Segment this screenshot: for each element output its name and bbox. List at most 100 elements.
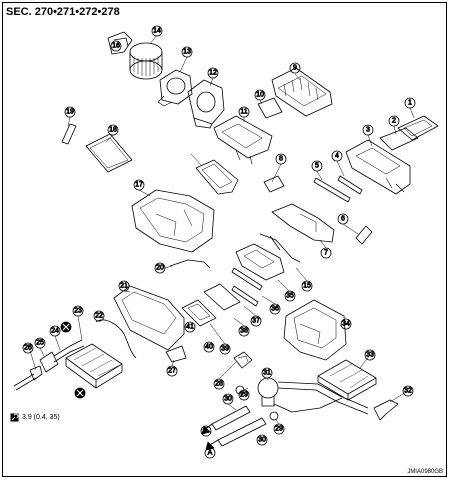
part-40-door xyxy=(181,299,217,327)
svg-text:40: 40 xyxy=(205,344,213,351)
svg-text:38: 38 xyxy=(240,328,248,335)
part-21-heater-case-right xyxy=(113,285,185,351)
svg-text:34: 34 xyxy=(342,321,350,328)
section-label: SEC. 270•271•272•278 xyxy=(6,6,120,18)
svg-text:16: 16 xyxy=(112,43,120,50)
part-36-foot-duct xyxy=(235,243,285,281)
reference-mark-a-2: A xyxy=(204,447,216,459)
diagram-frame xyxy=(2,2,447,477)
callout-34: 34 xyxy=(340,318,352,330)
callout-1: 1 xyxy=(404,97,416,109)
callout-6: 6 xyxy=(337,213,349,225)
leader-lines xyxy=(27,34,415,425)
callout-38: 38 xyxy=(238,325,250,337)
callout-30: 30 xyxy=(222,393,234,405)
svg-text:23: 23 xyxy=(74,308,82,315)
part-39-door xyxy=(203,283,241,311)
part-18-filter xyxy=(85,133,133,173)
part-33-evaporator xyxy=(317,359,377,401)
svg-text:37: 37 xyxy=(252,318,260,325)
svg-text:2: 2 xyxy=(392,118,396,125)
part-9-intake-duct xyxy=(271,67,333,117)
torque-spec: 3.9 (0.4, 35) xyxy=(10,413,60,422)
svg-text:39: 39 xyxy=(221,346,229,353)
svg-text:17: 17 xyxy=(135,182,143,189)
callout-12: 12 xyxy=(207,67,219,79)
callout-10: 10 xyxy=(254,89,266,101)
callout-25: 25 xyxy=(34,337,46,349)
part-27-clip xyxy=(165,345,187,363)
callout-5: 5 xyxy=(311,160,323,172)
callout-27: 27 xyxy=(166,365,178,377)
callout-17: 17 xyxy=(133,179,145,191)
callout-7: 7 xyxy=(320,247,332,259)
do-not-reuse-icon xyxy=(60,321,86,399)
callout-32: 32 xyxy=(402,385,414,397)
part-38-link xyxy=(231,285,259,307)
svg-text:A: A xyxy=(208,450,213,457)
drawing-code: JMIA0980GB xyxy=(407,469,443,475)
part-3-heater-case-upper xyxy=(345,139,411,195)
callout-36: 36 xyxy=(269,303,281,315)
svg-text:25: 25 xyxy=(36,340,44,347)
svg-text:9: 9 xyxy=(293,65,297,72)
part-24-pipe xyxy=(53,339,85,363)
callout-19: 19 xyxy=(64,106,76,118)
callout-24: 24 xyxy=(49,325,61,337)
svg-text:33: 33 xyxy=(366,352,374,359)
svg-text:41: 41 xyxy=(186,324,194,331)
svg-text:18: 18 xyxy=(109,127,117,134)
callout-33: 33 xyxy=(364,349,376,361)
part-13-fan-housing xyxy=(157,69,193,107)
svg-text:8: 8 xyxy=(279,156,283,163)
part-32-bracket xyxy=(373,399,399,421)
callout-14: 14 xyxy=(151,25,163,37)
callout-2: 2 xyxy=(388,115,400,127)
callout-21: 21 xyxy=(118,280,130,292)
svg-text:19: 19 xyxy=(66,109,74,116)
svg-text:20: 20 xyxy=(156,265,164,272)
svg-text:36: 36 xyxy=(271,306,279,313)
callout-28: 28 xyxy=(213,378,225,390)
svg-text:10: 10 xyxy=(256,92,264,99)
part-22-hose xyxy=(95,319,137,359)
part-4-link xyxy=(337,175,363,195)
part-20-rod xyxy=(169,259,211,269)
part-6-seal xyxy=(355,225,373,245)
callout-41: 41 xyxy=(184,321,196,333)
part-26-screw xyxy=(13,365,43,391)
callout-40: 40 xyxy=(203,341,215,353)
callout-18: 18 xyxy=(107,124,119,136)
part-28-actuator xyxy=(233,351,253,369)
part-2-filter xyxy=(379,127,419,151)
callout-39: 39 xyxy=(219,343,231,355)
svg-text:1: 1 xyxy=(408,100,412,107)
part-25-bracket xyxy=(39,351,59,373)
part-5-link xyxy=(313,177,351,203)
callout-30b: 30 xyxy=(256,434,268,446)
callout-20: 20 xyxy=(154,262,166,274)
svg-text:3: 3 xyxy=(366,127,370,134)
callout-8: 8 xyxy=(275,153,287,165)
torque-wrench-icon xyxy=(10,413,19,422)
callout-29b: 29 xyxy=(273,423,285,435)
svg-text:31: 31 xyxy=(263,370,271,377)
part-23-heater-core xyxy=(65,343,123,389)
callout-23: 23 xyxy=(72,305,84,317)
torque-value: 3.9 (0.4, 35) xyxy=(22,414,60,421)
part-1-filter-frame xyxy=(397,115,439,141)
part-12-blower-case xyxy=(187,79,225,129)
part-10-intake-door xyxy=(257,97,283,119)
svg-text:22: 22 xyxy=(95,313,103,320)
part-14-blower-fan xyxy=(129,42,163,80)
part-30-pipe xyxy=(211,405,267,447)
svg-text:32: 32 xyxy=(404,388,412,395)
part-19-seal xyxy=(61,123,77,145)
callout-16: 16 xyxy=(110,40,122,52)
part-15-door-seal xyxy=(195,159,239,195)
svg-text:29: 29 xyxy=(275,426,283,433)
callout-37: 37 xyxy=(250,315,262,327)
svg-text:5: 5 xyxy=(315,163,319,170)
reference-marks: A A xyxy=(200,425,216,459)
